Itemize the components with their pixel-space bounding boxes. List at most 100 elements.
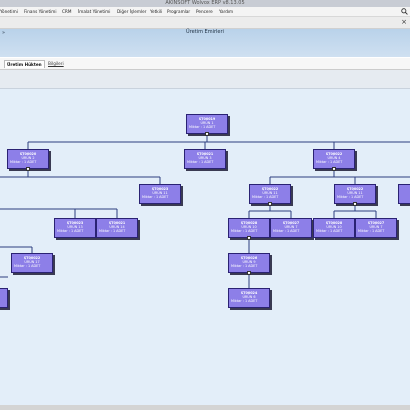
node-qty-label: Miktar : (358, 229, 372, 233)
node-code: ST00024 (240, 291, 258, 295)
tree-node[interactable]: ST00028 ÜRÜN 10 Miktar : 1 ADET (313, 218, 355, 238)
menu-item-programlar[interactable]: Programlar (167, 9, 191, 14)
collapse-toggle[interactable]: - (205, 132, 209, 136)
search-icon[interactable] (401, 8, 408, 15)
node-name: ÜRÜN 11 (262, 191, 278, 195)
node-name: ÜRÜN 3 (198, 156, 212, 160)
node-qty-label: Miktar : (10, 160, 24, 164)
menu-item-diger[interactable]: Diğer İşlemler (117, 9, 147, 14)
tree-node[interactable]: ST00019 ÜRÜN 1 Miktar : 1 ADET (186, 114, 228, 134)
node-name: ÜRÜN 4 (327, 156, 341, 160)
node-qty-label: Miktar : (273, 229, 287, 233)
tab-strip: Üretim Hükten Bilgileri (0, 58, 410, 70)
page-title: Üretim Emirleri (186, 29, 224, 35)
menu-item-crm[interactable]: CRM (62, 9, 72, 14)
tree-node-partial[interactable] (0, 288, 8, 308)
tree-node[interactable]: ST00024 ÜRÜN 6 Miktar : 1 ADET (228, 288, 270, 308)
close-icon[interactable]: × (401, 18, 407, 26)
node-qty: 1 ADET (329, 160, 343, 164)
tree-node[interactable]: ST00026 ÜRÜN 9 Miktar : 1 ADET (228, 253, 270, 273)
tab-uretim-hukten[interactable]: Üretim Hükten (4, 60, 45, 68)
node-name: ÜRÜN 13 (67, 225, 83, 229)
tree-node[interactable]: ST00023 ÜRÜN 11 Miktar : 1 ADET (139, 184, 181, 204)
node-code: ST00021 (196, 152, 214, 156)
node-code: ST00021 (108, 221, 126, 225)
node-code: ST00023 (66, 221, 84, 225)
node-qty-label: Miktar : (189, 125, 203, 129)
node-name: ÜRÜN 10 (326, 225, 342, 229)
node-qty: 1 ADET (350, 195, 364, 199)
collapse-toggle[interactable]: - (268, 202, 272, 206)
node-qty: 1 ADET (329, 229, 343, 233)
collapse-toggle[interactable]: - (332, 167, 336, 171)
window-title: AKINSOFT Wolvox ERP v8.13.05 (165, 0, 245, 6)
node-qty: 1 ADET (371, 229, 385, 233)
node-qty: 1 ADET (265, 195, 279, 199)
collapse-toggle[interactable]: - (353, 202, 357, 206)
node-name: ÜRÜN 6 (242, 295, 256, 299)
node-name: ÜRÜN 10 (241, 225, 257, 229)
tree-node[interactable]: ST00022 ÜRÜN 11 Miktar : 1 ADET (249, 184, 291, 204)
tree-node[interactable]: ST00027 ÜRÜN 7 Miktar : 1 ADET (355, 218, 397, 238)
node-qty-label: Miktar : (337, 195, 351, 199)
tree-canvas: ST00019 ÜRÜN 1 Miktar : 1 ADET - ST00020… (0, 89, 410, 405)
tree-node[interactable]: ST00028 ÜRÜN 10 Miktar : 1 ADET (228, 218, 270, 238)
menu-item-imalat[interactable]: İmalat Yönetimi (78, 9, 111, 14)
node-code: ST00028 (325, 221, 343, 225)
node-name: ÜRÜN 11 (347, 191, 363, 195)
tree-node[interactable]: ST00023 ÜRÜN 13 Miktar : 1 ADET (54, 218, 96, 238)
tree-node[interactable]: ST00022 ÜRÜN 11 Miktar : 1 ADET (334, 184, 376, 204)
node-qty: 1 ADET (200, 160, 214, 164)
node-code: ST00027 (367, 221, 385, 225)
collapse-toggle[interactable]: - (26, 167, 30, 171)
node-qty: 1 ADET (155, 195, 169, 199)
node-name: ÜRÜN 17 (24, 260, 40, 264)
tree-node[interactable]: ST00022 ÜRÜN 4 Miktar : 1 ADET (313, 149, 355, 169)
menu-item-yardim[interactable]: Yardım (219, 9, 234, 14)
tree-edges (0, 134, 410, 288)
node-name: ÜRÜN 1 (200, 121, 214, 125)
tree-node-partial[interactable] (398, 184, 410, 204)
node-qty-label: Miktar : (231, 299, 245, 303)
node-qty-label: Miktar : (231, 264, 245, 268)
page-header-band: » Üretim Emirleri (0, 29, 410, 57)
window-title-bar: AKINSOFT Wolvox ERP v8.13.05 (0, 0, 410, 7)
toolbar: × (0, 17, 410, 29)
menu-bar: Yönetimi Finans Yönetimi CRM İmalat Yöne… (0, 7, 410, 17)
node-qty-label: Miktar : (316, 229, 330, 233)
menu-item-yetkili[interactable]: Yetkili (150, 9, 163, 14)
node-code: ST00022 (23, 256, 41, 260)
node-name: ÜRÜN 11 (152, 191, 168, 195)
node-code: ST00028 (240, 221, 258, 225)
node-code: ST00022 (346, 187, 364, 191)
node-qty-label: Miktar : (231, 229, 245, 233)
node-qty: 1 ADET (244, 264, 258, 268)
status-bar (0, 405, 410, 410)
node-code: ST00023 (151, 187, 169, 191)
node-code: ST00022 (261, 187, 279, 191)
node-code: ST00022 (325, 152, 343, 156)
tab-bilgileri[interactable]: Bilgileri (48, 61, 64, 66)
node-qty: 1 ADET (112, 229, 126, 233)
expand-icon[interactable]: » (2, 30, 6, 36)
tree-toolbar (0, 70, 410, 89)
node-qty: 1 ADET (27, 264, 41, 268)
tree-node[interactable]: ST00027 ÜRÜN 7 Miktar : 1 ADET (270, 218, 312, 238)
collapse-toggle[interactable]: - (247, 271, 251, 275)
node-name: ÜRÜN 14 (109, 225, 125, 229)
tree-node[interactable]: ST00021 ÜRÜN 3 Miktar : 1 ADET (184, 149, 226, 169)
collapse-toggle[interactable]: - (247, 236, 251, 240)
node-qty: 1 ADET (244, 229, 258, 233)
node-code: ST00020 (19, 152, 37, 156)
tree-node[interactable]: ST00020 ÜRÜN 2 Miktar : 1 ADET (7, 149, 49, 169)
menu-item-yonetimi[interactable]: Yönetimi (0, 9, 18, 14)
node-qty-label: Miktar : (14, 264, 28, 268)
node-name: ÜRÜN 2 (21, 156, 35, 160)
tree-node[interactable]: ST00021 ÜRÜN 14 Miktar : 1 ADET (96, 218, 138, 238)
tree-node[interactable]: ST00022 ÜRÜN 17 Miktar : 1 ADET (11, 253, 53, 273)
node-name: ÜRÜN 9 (242, 260, 256, 264)
node-qty-label: Miktar : (142, 195, 156, 199)
node-qty: 1 ADET (202, 125, 216, 129)
menu-item-pencere[interactable]: Pencere (196, 9, 213, 14)
menu-item-finans[interactable]: Finans Yönetimi (24, 9, 57, 14)
